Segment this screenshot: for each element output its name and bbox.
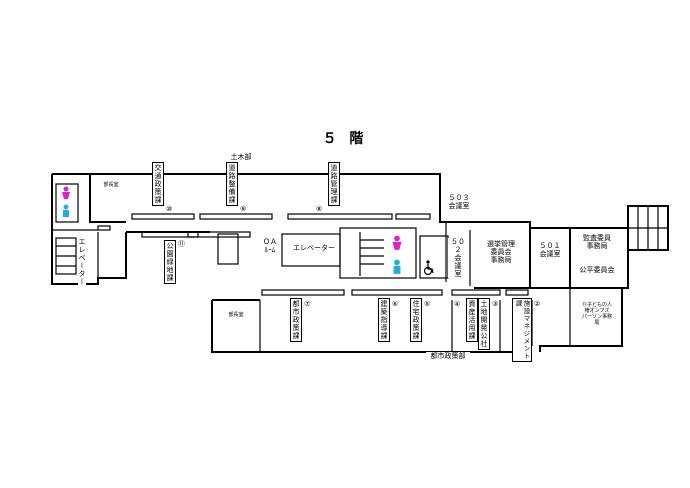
dept-shisan-katsuyo: 資産活用課 (466, 298, 478, 342)
oa-room-label: ＯＡ ﾙｰﾑ (262, 238, 278, 254)
dept-toshi-seisaku-num: ⑦ (304, 300, 311, 308)
dept-kenchiku-shido: 建築指導課 (378, 298, 390, 342)
wheelchair-icon (423, 260, 434, 276)
ombuds-label: ⑪子どもの人 権オンブズ パーソン事務 局 (574, 302, 620, 326)
toshi-seisaku-label: 都市政策部 (426, 352, 470, 360)
female-restroom-icon (62, 186, 70, 199)
dept-jutaku-seisaku-num: ⑤ (424, 300, 431, 308)
dept-kotsu-seisaku: 交通政策課 (152, 162, 164, 206)
male-restroom-icon-center (393, 259, 401, 274)
room-501-label: ５０１ 会議室 (534, 242, 566, 258)
bucho-room-label-bottom: 部長室 (222, 312, 250, 318)
dept-kotsu-seisaku-num: ⑩ (166, 205, 173, 213)
senkyo-label: 選挙管理 委員会 事務局 (478, 240, 524, 264)
kohei-label: 公平委員会 (574, 266, 620, 274)
doboku-label: 土木部 (224, 153, 258, 161)
dept-doro-seibi-num: ⑨ (240, 205, 247, 213)
dept-shisetsu-management: 施設マネジメント課 (512, 298, 532, 362)
elevator-left-label: エレベーター (78, 238, 86, 286)
dept-koen-ryokuchi: 公園緑地課 (164, 240, 176, 284)
dept-shisan-katsuyo-num: ④ (454, 300, 461, 308)
dept-tochi-kaihatsu-num: ③ (492, 300, 499, 308)
male-restroom-icon (63, 204, 69, 217)
elevator-center-label: エレベーター (290, 244, 338, 252)
room-503-label: ５０３ 会議室 (446, 194, 472, 210)
dept-jutaku-seisaku: 住宅政策課 (410, 298, 422, 342)
dept-shisetsu-management-num: ② (534, 300, 541, 308)
dept-tochi-kaihatsu: 土地開発公社 (478, 298, 490, 350)
bucho-room-label-top: 部長室 (98, 182, 124, 188)
kansa-label: 監査委員 事務局 (574, 234, 620, 250)
room-502-label: ５０２ 会 議 室 (448, 238, 468, 278)
dept-koen-ryokuchi-num: ⑪ (178, 240, 185, 248)
dept-doro-kanri-num: ⑧ (316, 205, 323, 213)
floor-title: ５ 階 (322, 131, 368, 147)
dept-kenchiku-shido-num: ⑥ (392, 300, 399, 308)
female-restroom-icon-center (392, 235, 402, 250)
dept-toshi-seisaku: 都市政策課 (290, 298, 302, 342)
dept-doro-seibi: 道路整備課 (226, 162, 238, 206)
inner-walls (52, 183, 668, 352)
dept-doro-kanri: 道路管理課 (328, 162, 340, 206)
